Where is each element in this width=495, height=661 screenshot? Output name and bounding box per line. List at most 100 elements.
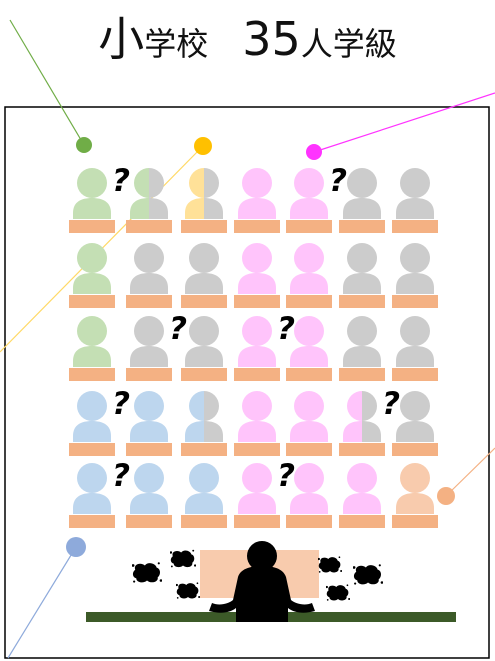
student-seat bbox=[392, 316, 438, 381]
student-seat bbox=[126, 391, 172, 456]
person-icon bbox=[238, 243, 276, 294]
ink-splat-icon bbox=[318, 556, 342, 572]
person-icon bbox=[396, 316, 434, 367]
person-icon bbox=[343, 243, 381, 294]
ink-splat-icon bbox=[170, 550, 196, 568]
person-icon bbox=[343, 463, 381, 514]
callout-dot-magenta bbox=[306, 144, 322, 160]
student-desk bbox=[392, 515, 438, 528]
ink-splat-icon bbox=[353, 564, 384, 584]
student-seat bbox=[234, 243, 280, 308]
student-desk bbox=[339, 443, 385, 456]
person-icon bbox=[238, 463, 276, 514]
person-icon bbox=[290, 316, 328, 367]
question-mark-icon: ? bbox=[382, 386, 400, 422]
student-desk bbox=[234, 220, 280, 233]
person-icon bbox=[185, 168, 223, 219]
callout-dot-green bbox=[76, 137, 92, 153]
teacher-area bbox=[86, 541, 456, 622]
student-seat bbox=[234, 463, 280, 528]
student-desk bbox=[126, 368, 172, 381]
person-icon bbox=[396, 391, 434, 442]
student-seat bbox=[392, 168, 438, 233]
student-desk bbox=[286, 295, 332, 308]
person-icon bbox=[238, 316, 276, 367]
person-icon bbox=[343, 168, 381, 219]
student-desk bbox=[69, 295, 115, 308]
student-seat bbox=[339, 391, 385, 456]
student-desk bbox=[126, 515, 172, 528]
student-seat bbox=[126, 463, 172, 528]
person-icon bbox=[130, 168, 168, 219]
student-seat bbox=[181, 463, 227, 528]
student-seat bbox=[392, 463, 438, 528]
person-icon bbox=[73, 168, 111, 219]
student-desk bbox=[286, 443, 332, 456]
person-icon bbox=[396, 243, 434, 294]
person-icon bbox=[238, 168, 276, 219]
person-icon bbox=[290, 463, 328, 514]
student-seat bbox=[126, 316, 172, 381]
person-icon bbox=[130, 463, 168, 514]
person-icon bbox=[290, 391, 328, 442]
student-desk bbox=[234, 443, 280, 456]
student-desk bbox=[392, 443, 438, 456]
callout-line-green bbox=[10, 20, 84, 145]
student-desk bbox=[339, 295, 385, 308]
student-seat bbox=[181, 316, 227, 381]
person-icon bbox=[73, 463, 111, 514]
student-seat bbox=[392, 243, 438, 308]
student-desk bbox=[392, 220, 438, 233]
ink-splat-icon bbox=[132, 562, 163, 582]
student-seat bbox=[286, 243, 332, 308]
student-desk bbox=[181, 515, 227, 528]
callout-line-blue bbox=[8, 547, 76, 658]
student-desk bbox=[392, 368, 438, 381]
question-mark-icon: ? bbox=[112, 458, 130, 494]
question-mark-icon: ? bbox=[329, 163, 347, 199]
callout-line-orange bbox=[446, 448, 495, 496]
student-seat bbox=[286, 391, 332, 456]
student-desk bbox=[392, 295, 438, 308]
student-seat bbox=[181, 168, 227, 233]
ink-splat-icon bbox=[326, 584, 350, 600]
callout-dot-orange bbox=[437, 487, 455, 505]
student-seat bbox=[181, 243, 227, 308]
student-desk bbox=[286, 220, 332, 233]
question-mark-icon: ? bbox=[277, 311, 295, 347]
student-desk bbox=[286, 515, 332, 528]
student-seat bbox=[234, 391, 280, 456]
person-icon bbox=[290, 243, 328, 294]
student-seat bbox=[286, 168, 332, 233]
student-seat bbox=[234, 316, 280, 381]
student-seat bbox=[181, 391, 227, 456]
student-seat bbox=[126, 168, 172, 233]
student-desk bbox=[126, 443, 172, 456]
callout-line-magenta bbox=[314, 93, 495, 152]
person-icon bbox=[185, 243, 223, 294]
student-desk bbox=[339, 220, 385, 233]
person-icon bbox=[343, 391, 381, 442]
student-desk bbox=[286, 368, 332, 381]
student-seat bbox=[339, 243, 385, 308]
student-seat bbox=[234, 168, 280, 233]
student-seat bbox=[69, 316, 115, 381]
student-desk bbox=[181, 295, 227, 308]
person-icon bbox=[73, 243, 111, 294]
student-desk bbox=[181, 220, 227, 233]
student-desk bbox=[126, 220, 172, 233]
question-mark-icon: ? bbox=[112, 163, 130, 199]
person-icon bbox=[290, 168, 328, 219]
person-icon bbox=[343, 316, 381, 367]
person-icon bbox=[238, 391, 276, 442]
person-icon bbox=[185, 316, 223, 367]
student-seat bbox=[69, 168, 115, 233]
student-seat bbox=[69, 391, 115, 456]
question-mark-icon: ? bbox=[169, 311, 187, 347]
question-mark-icon: ? bbox=[277, 458, 295, 494]
person-icon bbox=[130, 243, 168, 294]
callout-dot-blue bbox=[66, 537, 86, 557]
student-desk bbox=[181, 443, 227, 456]
student-desk bbox=[234, 295, 280, 308]
